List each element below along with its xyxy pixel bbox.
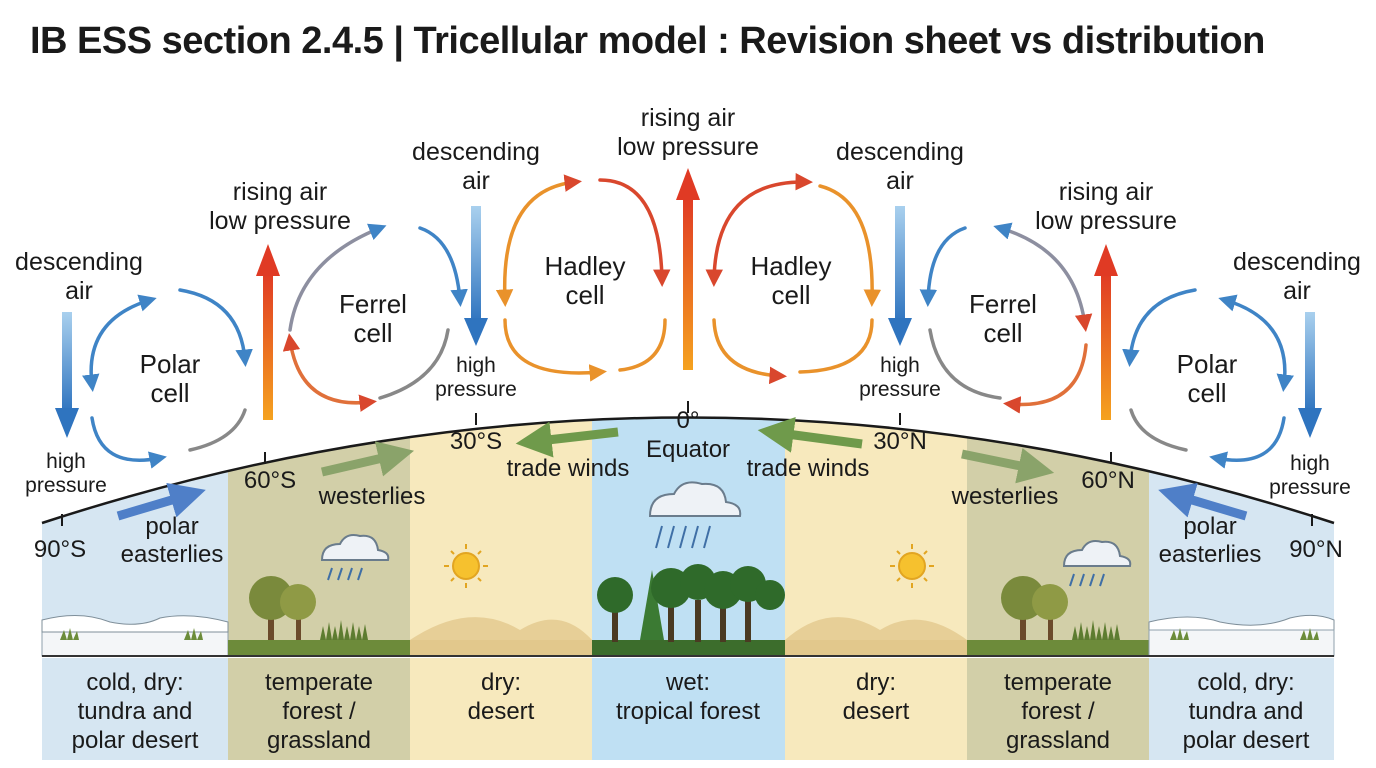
trade-wind-arrow-north bbox=[757, 417, 863, 453]
latitude-ticks bbox=[61, 401, 1313, 526]
wind-label-trade-south: trade winds bbox=[507, 455, 630, 482]
tundra-grass-icon bbox=[60, 628, 1319, 640]
biome-label-desert-north: dry:desert bbox=[843, 669, 910, 725]
lat-label-30s: 30°S bbox=[450, 428, 502, 455]
lat-label-90n: 90°N bbox=[1289, 536, 1343, 563]
zone-desert-south bbox=[410, 417, 592, 656]
rising-air-arrows bbox=[256, 168, 1118, 420]
zone-tropical bbox=[592, 417, 785, 656]
page-title: IB ESS section 2.4.5 | Tricellular model… bbox=[30, 20, 1265, 62]
sun-icon bbox=[444, 544, 934, 588]
polar-easterlies-arrow-north bbox=[1158, 482, 1248, 521]
surface-wind-arrows bbox=[116, 417, 1248, 521]
biome-bands bbox=[42, 658, 1334, 760]
wind-label-westerlies-north: westerlies bbox=[951, 483, 1059, 510]
lat-label-equator: 0°Equator bbox=[646, 407, 730, 463]
westerlies-arrow-south bbox=[320, 441, 415, 477]
lat-label-30n: 30°N bbox=[873, 428, 927, 455]
wind-label-trade-north: trade winds bbox=[747, 455, 870, 482]
biome-label-desert-south: dry:desert bbox=[468, 669, 535, 725]
trade-wind-arrow-south bbox=[515, 421, 619, 458]
tropical-forest-icon bbox=[597, 564, 785, 642]
earth-surface-curve bbox=[41, 416, 1335, 525]
descending-air-arrows bbox=[55, 206, 1322, 438]
lat-label-90s: 90°S bbox=[34, 536, 86, 563]
polar-easterlies-arrow-south bbox=[116, 482, 206, 521]
zone-desert-north bbox=[785, 417, 967, 656]
temperate-trees-icon bbox=[249, 576, 1120, 640]
cell-loops bbox=[82, 173, 1294, 469]
ground-strip bbox=[41, 614, 1335, 657]
rain-cloud-icon bbox=[320, 481, 1132, 587]
westerlies-arrow-north bbox=[961, 448, 1055, 484]
wind-label-westerlies-south: westerlies bbox=[318, 483, 426, 510]
lat-label-60n: 60°N bbox=[1081, 467, 1135, 494]
biome-label-tropical: wet:tropical forest bbox=[616, 669, 760, 725]
lat-label-60s: 60°S bbox=[244, 467, 296, 494]
